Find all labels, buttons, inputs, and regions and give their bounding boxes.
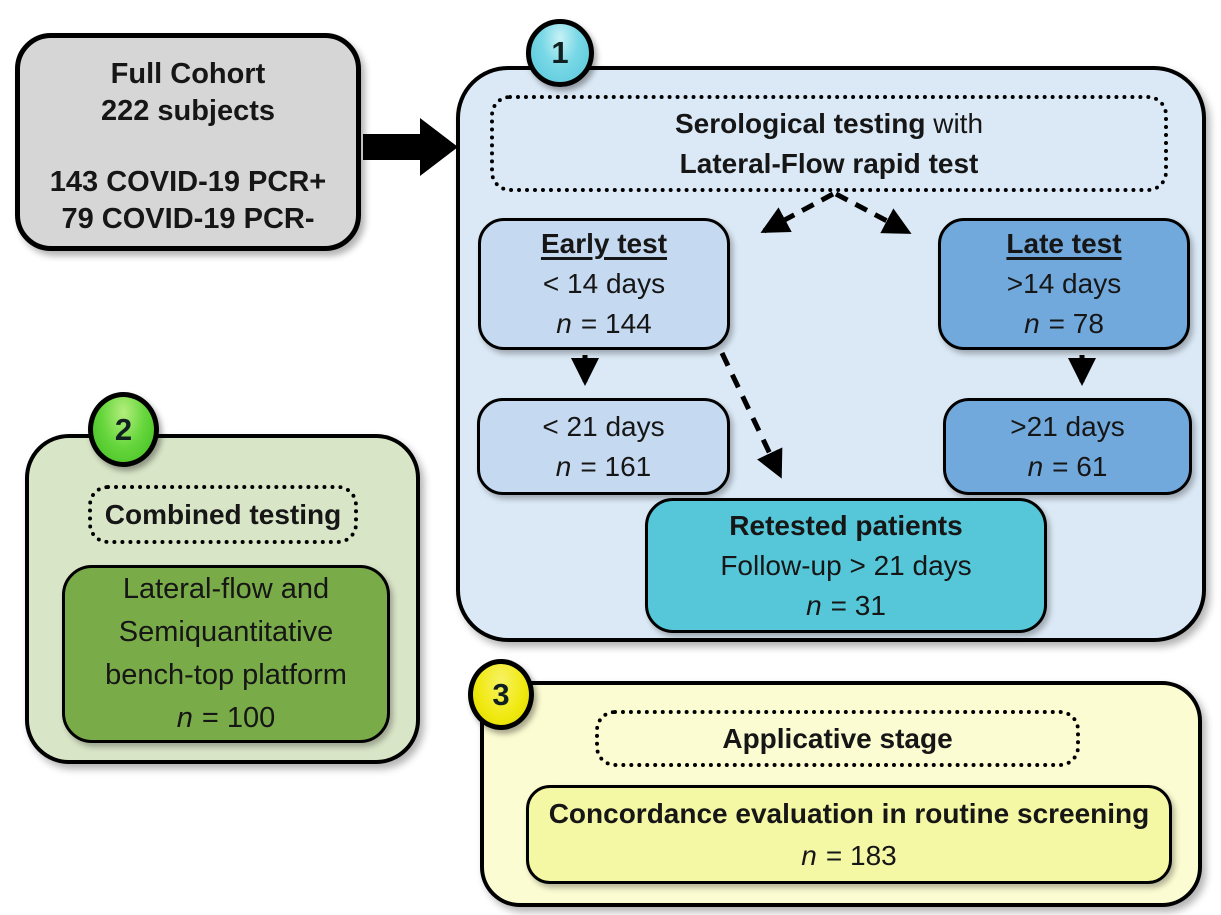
applicative-stage-label: Applicative stage <box>722 722 953 754</box>
late-test-range: >14 days <box>1006 268 1122 299</box>
retested-range: Follow-up > 21 days <box>720 549 972 581</box>
early-test-n: n= 144 <box>556 308 652 339</box>
stage3-badge: 3 <box>468 659 534 730</box>
serological-line1-bold: Serological testing <box>674 107 926 139</box>
early-21-range: < 21 days <box>542 410 665 442</box>
cohort-subtitle: 222 subjects <box>100 95 276 127</box>
late-21-range: >21 days <box>1010 410 1125 442</box>
applicative-stage-box: Applicative stage <box>595 710 1080 767</box>
concordance-box: Concordance evaluation in routine screen… <box>526 785 1172 884</box>
late-test-n: n= 78 <box>1024 308 1104 339</box>
late-test-title: Late test <box>1006 228 1122 259</box>
retested-patients-box: Retested patients Follow-up > 21 days n=… <box>645 498 1047 633</box>
early-21-n: n= 161 <box>555 450 652 482</box>
concordance-title: Concordance evaluation in routine screen… <box>548 797 1150 829</box>
cohort-pcr-negative: 79 COVID-19 PCR- <box>61 203 315 235</box>
combined-platform-box: Lateral-flow and Semiquantitative bench-… <box>62 565 390 743</box>
serological-line2: Lateral-Flow rapid test <box>679 147 979 179</box>
late-test-box: Late test >14 days n= 78 <box>938 218 1190 350</box>
serological-line1-regular: with <box>925 107 984 139</box>
early-21-days-box: < 21 days n= 161 <box>477 398 730 495</box>
cohort-to-stage1-arrow-icon <box>363 118 458 176</box>
stage1-badge: 1 <box>526 19 594 87</box>
stage2-badge-number: 2 <box>114 411 133 447</box>
platform-line3: bench-top platform <box>105 659 347 691</box>
cohort-title: Full Cohort <box>110 58 266 90</box>
stage1-badge-number: 1 <box>551 35 569 70</box>
platform-line1: Lateral-flow and <box>122 573 330 605</box>
stage2-badge: 2 <box>88 392 159 467</box>
cohort-pcr-positive: 143 COVID-19 PCR+ <box>49 166 327 198</box>
early-test-box: Early test < 14 days n= 144 <box>478 218 730 350</box>
retested-title: Retested patients <box>729 509 963 541</box>
combined-testing-label: Combined testing <box>104 498 342 530</box>
retested-n: n= 31 <box>806 589 886 621</box>
platform-line2: Semiquantitative <box>118 616 334 648</box>
platform-n: n= 100 <box>176 702 276 734</box>
early-test-range: < 14 days <box>542 268 666 299</box>
concordance-n: n= 183 <box>801 839 897 871</box>
combined-testing-box: Combined testing <box>88 485 358 544</box>
serological-testing-box: Serological testing with Lateral-Flow ra… <box>490 95 1168 192</box>
full-cohort-box: Full Cohort 222 subjects 143 COVID-19 PC… <box>15 33 361 251</box>
late-21-n: n= 61 <box>1027 450 1108 482</box>
late-21-days-box: >21 days n= 61 <box>943 398 1192 495</box>
serological-line1: Serological testing with <box>675 104 983 144</box>
stage3-badge-number: 3 <box>492 676 510 712</box>
early-test-title: Early test <box>540 228 668 259</box>
